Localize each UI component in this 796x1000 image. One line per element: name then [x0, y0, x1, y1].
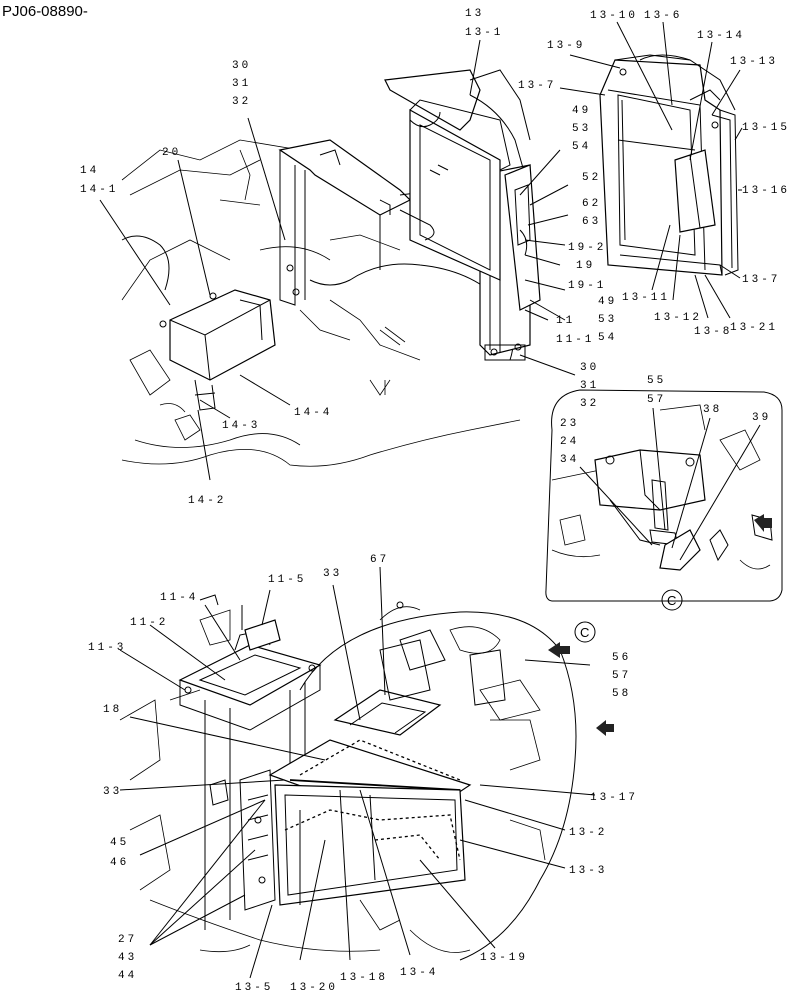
callout-30: 30 — [232, 60, 251, 72]
callout-49b: 49 — [598, 296, 617, 308]
callout-13-2: 13-2 — [569, 827, 607, 839]
page-id: PJ06-08890- — [2, 3, 88, 20]
arrow-right-icon — [596, 720, 614, 736]
view-marker-c: C — [667, 593, 676, 608]
callout-19: 19 — [576, 260, 595, 272]
callout-23: 23 — [560, 418, 579, 430]
callout-13-3: 13-3 — [569, 865, 607, 877]
callout-27: 27 — [118, 934, 137, 946]
callout-49: 49 — [572, 105, 591, 117]
callout-13-17: 13-17 — [590, 792, 638, 804]
callout-14: 14 — [80, 165, 99, 177]
detail-c-label: C — [661, 589, 683, 611]
callout-14-1: 14-1 — [80, 184, 118, 196]
callout-18: 18 — [103, 704, 122, 716]
callout-62: 62 — [582, 198, 601, 210]
callout-11: 11 — [556, 315, 575, 327]
callout-52: 52 — [582, 172, 601, 184]
callout-13-5: 13-5 — [235, 982, 273, 994]
callout-13-10: 13-10 — [590, 10, 638, 22]
radiator-13 — [384, 69, 541, 311]
callout-11-2: 11-2 — [130, 617, 168, 629]
callout-13-8: 13-8 — [694, 326, 732, 338]
callout-14-2: 14-2 — [188, 495, 226, 507]
callout-67: 67 — [370, 554, 389, 566]
machine-body-lower — [119, 601, 577, 961]
arrow-left-icon — [548, 642, 570, 658]
view-marker-c-lower: C — [580, 625, 589, 640]
callout-30b: 30 — [580, 362, 599, 374]
callout-13-6: 13-6 — [644, 10, 682, 22]
detail-view-c — [545, 389, 783, 602]
callout-14-3: 14-3 — [222, 420, 260, 432]
callout-13-13: 13-13 — [730, 56, 778, 68]
callout-45: 45 — [110, 837, 129, 849]
callout-14-4: 14-4 — [294, 407, 332, 419]
callout-38: 38 — [703, 404, 722, 416]
callout-19-2: 19-2 — [568, 242, 606, 254]
callout-13-7b: 13-7 — [742, 274, 780, 286]
callout-43: 43 — [118, 952, 137, 964]
cooler-core-detail — [599, 54, 739, 276]
callout-13-7: 13-7 — [518, 80, 556, 92]
direction-arrow-icon — [754, 514, 772, 532]
view-c-pointer: C — [574, 621, 596, 643]
callout-31: 31 — [232, 78, 251, 90]
callout-11-4: 11-4 — [160, 592, 198, 604]
callout-57b: 57 — [612, 670, 631, 682]
callout-labels: 13 13-1 30 31 32 49 53 54 52 62 63 19-2 … — [80, 8, 790, 994]
callout-46: 46 — [110, 857, 129, 869]
callout-11-3: 11-3 — [88, 642, 126, 654]
callout-57: 57 — [647, 394, 666, 406]
callout-53: 53 — [572, 123, 591, 135]
frame-11-assembly — [178, 594, 322, 930]
callout-13-12: 13-12 — [654, 312, 702, 324]
callout-13-18: 13-18 — [340, 972, 388, 984]
callout-13-1: 13-1 — [465, 27, 503, 39]
callout-34: 34 — [560, 454, 579, 466]
callout-13-16: 13-16 — [742, 185, 790, 197]
callout-58: 58 — [612, 688, 631, 700]
callout-33: 33 — [323, 568, 342, 580]
callout-13-21: 13-21 — [730, 322, 778, 334]
callout-32b: 32 — [580, 398, 599, 410]
callout-32: 32 — [232, 96, 251, 108]
callout-31b: 31 — [580, 380, 599, 392]
callout-56: 56 — [612, 652, 631, 664]
callout-13-9: 13-9 — [547, 40, 585, 52]
callout-39: 39 — [752, 412, 771, 424]
tank-14 — [159, 289, 276, 411]
leader-lines — [99, 21, 761, 979]
callout-63: 63 — [582, 216, 601, 228]
callout-20: 20 — [162, 147, 181, 159]
callout-54: 54 — [572, 141, 591, 153]
callout-13-4: 13-4 — [400, 967, 438, 979]
callout-13-14: 13-14 — [697, 30, 745, 42]
callout-13: 13 — [465, 8, 484, 20]
callout-19-1: 19-1 — [568, 280, 606, 292]
callout-54b: 54 — [598, 332, 617, 344]
callout-13-19: 13-19 — [480, 952, 528, 964]
callout-53b: 53 — [598, 314, 617, 326]
callout-13-20: 13-20 — [290, 982, 338, 994]
callout-11-5: 11-5 — [268, 574, 306, 586]
callout-55: 55 — [647, 375, 666, 387]
callout-33b: 33 — [103, 786, 122, 798]
radiator-assembly-lower — [209, 629, 506, 911]
callout-44: 44 — [118, 970, 137, 982]
callout-11-1: 11-1 — [556, 334, 594, 346]
callout-13-11: 13-11 — [622, 292, 670, 304]
callout-24: 24 — [560, 436, 579, 448]
callout-13-15: 13-15 — [742, 122, 790, 134]
